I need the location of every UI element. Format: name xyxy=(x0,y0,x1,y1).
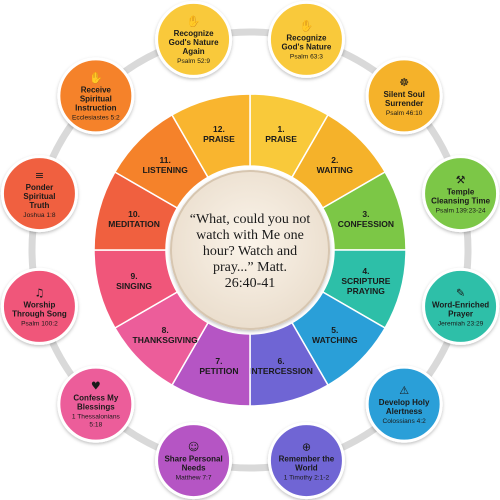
outer-node-reference: Psalm 46:10 xyxy=(386,110,423,117)
outer-node-circle xyxy=(155,422,233,500)
outer-node-reference: 1 Timothy 2:1-2 xyxy=(284,475,330,482)
globe-icon: ⊕ xyxy=(302,441,311,454)
outer-node-circle xyxy=(267,422,345,500)
segment-label-9: 9.SINGING xyxy=(116,271,152,291)
segment-label-12: 12.PRAISE xyxy=(203,124,235,144)
heart-icon: ♥ xyxy=(91,380,101,393)
segment-label-8: 8.THANKSGIVING xyxy=(133,325,199,345)
siren-icon: ⚠ xyxy=(399,384,409,397)
outer-node-reference: Psalm 63:3 xyxy=(290,53,323,60)
outer-node-circle xyxy=(0,267,78,345)
outer-node-reference: Matthew 7:7 xyxy=(176,475,212,482)
outer-node-reference: Ecclesiastes 5:2 xyxy=(72,114,120,121)
outer-node-circle xyxy=(422,267,500,345)
hand-icon: ✋ xyxy=(89,71,103,84)
outer-ring xyxy=(28,28,472,472)
book-icon: ≡ xyxy=(35,169,44,182)
outer-node-circle xyxy=(365,365,443,443)
segment-label-1: 1.PRAISE xyxy=(265,124,297,144)
segment-label-11: 11.LISTENING xyxy=(142,155,188,175)
outer-node-circle xyxy=(365,57,443,135)
outer-node-circle xyxy=(155,0,233,78)
outer-node-circle xyxy=(57,57,135,135)
outer-node-circle xyxy=(0,155,78,233)
segment-label-6: 6.INTERCESSION xyxy=(249,356,313,376)
music-note-icon: ♫ xyxy=(34,286,44,299)
segment-label-10: 10.MEDITATION xyxy=(108,209,160,229)
meditation-icon: ☸ xyxy=(399,76,409,89)
pencil-note-icon: ✎ xyxy=(456,286,465,299)
person-icon: ☺ xyxy=(188,441,199,454)
outer-node-reference: Psalm 139:23-24 xyxy=(436,208,486,215)
praying-hands-icon: ✋ xyxy=(187,15,201,28)
outer-node-circle xyxy=(422,155,500,233)
praying-hands-icon: ✋ xyxy=(300,19,314,32)
center-circle xyxy=(170,170,330,330)
segment-label-5: 5.WATCHING xyxy=(312,325,358,345)
outer-node-reference: Psalm 100:2 xyxy=(21,320,58,327)
outer-node-reference: Joshua 1:8 xyxy=(23,212,56,219)
segment-label-2: 2.WAITING xyxy=(317,155,354,175)
outer-node-reference: Psalm 52:9 xyxy=(177,58,210,65)
segment-label-3: 3.CONFESSION xyxy=(338,209,394,229)
outer-node-circle xyxy=(57,365,135,443)
outer-node-reference: Colossians 4:2 xyxy=(383,418,427,425)
outer-node-circle xyxy=(267,0,345,78)
broom-icon: ⚒ xyxy=(456,174,466,187)
outer-node-reference: Jeremiah 23:29 xyxy=(438,320,484,327)
segment-label-7: 7.PETITION xyxy=(199,356,238,376)
